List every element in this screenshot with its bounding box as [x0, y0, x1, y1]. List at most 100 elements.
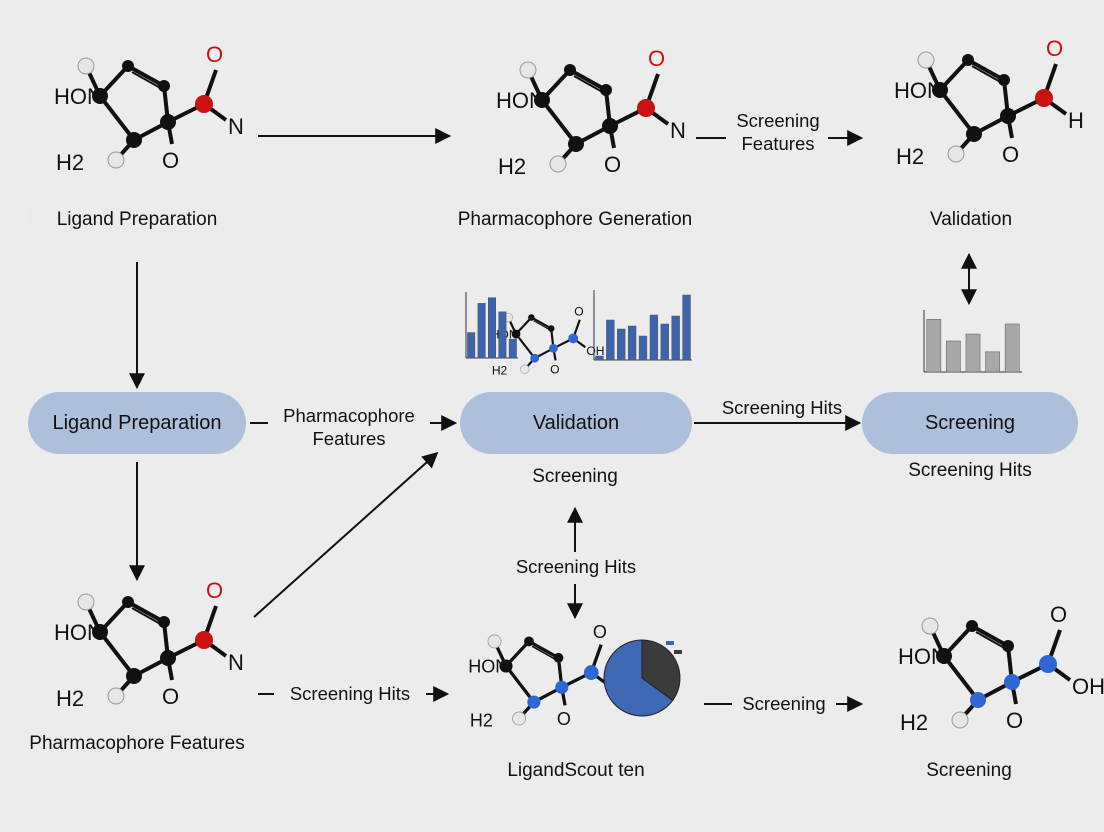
- bar: [488, 297, 496, 359]
- atom: [126, 668, 142, 684]
- edge-label-screening-bottom: Screening: [742, 693, 826, 714]
- atom: [947, 145, 965, 163]
- bar-chart-middle: [593, 290, 692, 361]
- atom-label-tail: OH: [586, 344, 604, 358]
- node-validation-top: Validation: [864, 196, 1078, 244]
- bar: [965, 333, 981, 373]
- bond: [938, 88, 976, 136]
- bar: [985, 351, 1000, 373]
- atom-label-o-top: O: [593, 622, 607, 642]
- atom-label-tail: N: [228, 114, 244, 139]
- node-screening-bottom: Screening: [866, 748, 1072, 794]
- edge-label-screening-hits-vertical: Screening Hits: [498, 556, 654, 579]
- bar: [617, 328, 626, 361]
- bar: [627, 325, 637, 361]
- node-ligandscout: LigandScout ten: [456, 748, 696, 794]
- atom: [499, 659, 513, 673]
- atom-label-o-top: O: [1050, 602, 1067, 627]
- bond: [504, 664, 536, 704]
- atom: [77, 57, 95, 75]
- atom-label-o-top: O: [206, 578, 223, 603]
- atom: [530, 353, 540, 363]
- atom: [487, 634, 502, 649]
- atom-label-o-top: O: [648, 46, 665, 71]
- atom-label-h2: H2: [498, 154, 526, 179]
- atom-label-o: O: [1006, 708, 1023, 733]
- atom: [511, 329, 521, 339]
- atom: [602, 118, 618, 134]
- atom-label-hon: HON: [898, 644, 947, 669]
- atom: [107, 151, 125, 169]
- atom: [107, 687, 125, 705]
- atom: [77, 593, 95, 611]
- edge-label-screening-features: Screening Features: [736, 110, 820, 154]
- pie-slice: [641, 639, 681, 702]
- atom-label-o: O: [550, 363, 559, 377]
- atom: [1002, 640, 1014, 652]
- atom-label-o: O: [162, 148, 179, 173]
- bar: [682, 294, 691, 361]
- atom: [555, 680, 569, 694]
- bond: [127, 600, 165, 624]
- atom-label-o: O: [1002, 142, 1019, 167]
- atom-label-tail: N: [228, 650, 244, 675]
- atom: [962, 54, 974, 66]
- bond: [530, 316, 552, 330]
- atom: [549, 343, 558, 353]
- screening-subtitle: Screening Hits: [908, 460, 1032, 481]
- pie-chart: [603, 639, 682, 717]
- atom: [917, 51, 935, 69]
- validation-subtitle: Screening: [532, 466, 618, 487]
- atom-label-o: O: [162, 684, 179, 709]
- bond: [98, 630, 136, 678]
- bond: [569, 68, 607, 92]
- arrows: [129, 128, 977, 712]
- bar: [498, 311, 507, 359]
- atom-label-h2: H2: [470, 711, 493, 731]
- atom-label-o-top: O: [206, 42, 223, 67]
- atom-label-h2: H2: [896, 144, 924, 169]
- bar: [660, 323, 669, 361]
- atom: [970, 692, 986, 708]
- bar: [606, 319, 615, 361]
- atom: [524, 636, 534, 647]
- atom: [519, 61, 537, 79]
- bar: [946, 340, 961, 373]
- atom-label-hon: HON: [468, 657, 508, 677]
- atom: [126, 132, 142, 148]
- node-ligand-preparation-top: Ligand Preparation: [28, 196, 246, 244]
- atom-label-h2: H2: [492, 364, 508, 378]
- edge-label-screening-hits-bottom: Screening Hits: [289, 683, 411, 704]
- atom: [160, 650, 176, 666]
- atom: [568, 136, 584, 152]
- atom-label-h2: H2: [900, 710, 928, 735]
- atom: [966, 126, 982, 142]
- atom: [932, 82, 948, 98]
- atom-label-hon: HON: [496, 88, 545, 113]
- edge-label-screening-hits-mid: Screening Hits: [721, 397, 843, 418]
- atom-label-hon: HON: [54, 84, 103, 109]
- bar: [638, 335, 648, 361]
- bar: [477, 303, 486, 359]
- legend-swatch: [666, 641, 674, 645]
- bar: [508, 338, 517, 359]
- atom: [966, 620, 978, 632]
- molecule-bottom-left: HON H2 O O N: [54, 578, 244, 711]
- bond: [127, 64, 165, 88]
- bar: [467, 332, 476, 359]
- atom-label-h2: H2: [56, 686, 84, 711]
- atom: [160, 114, 176, 130]
- atom: [1035, 89, 1053, 107]
- bar: [1004, 323, 1020, 373]
- atom: [195, 95, 213, 113]
- atom-label-hon: HON: [54, 620, 103, 645]
- atom: [547, 325, 555, 332]
- atom: [553, 652, 564, 663]
